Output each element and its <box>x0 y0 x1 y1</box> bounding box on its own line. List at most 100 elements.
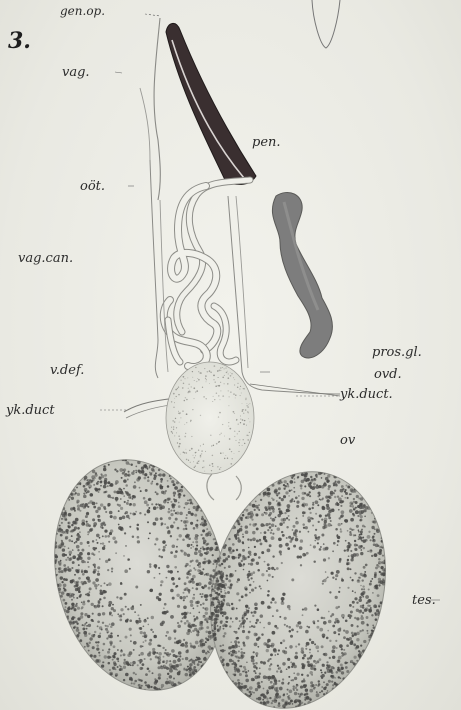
stipple-dot <box>356 617 359 620</box>
stipple-dot <box>87 557 90 560</box>
stipple-dot <box>326 637 329 640</box>
stipple-dot <box>102 535 104 537</box>
stipple-dot <box>74 493 76 495</box>
stipple-dot <box>153 577 155 579</box>
stipple-dot <box>351 624 354 627</box>
stipple-dot <box>184 378 185 379</box>
stipple-dot <box>216 443 218 445</box>
stipple-dot <box>201 517 204 520</box>
stipple-dot <box>243 439 244 440</box>
stipple-dot <box>167 502 169 504</box>
figure-number: 3. <box>8 30 31 52</box>
stipple-dot <box>295 652 298 655</box>
stipple-dot <box>80 594 82 596</box>
stipple-dot <box>147 479 150 482</box>
stipple-dot <box>143 464 147 468</box>
stipple-dot <box>241 648 243 650</box>
stipple-dot <box>159 504 162 507</box>
stipple-dot <box>289 480 293 484</box>
stipple-dot <box>337 480 340 483</box>
stipple-dot <box>309 639 311 641</box>
stipple-dot <box>132 498 134 500</box>
stipple-dot <box>83 495 87 499</box>
stipple-dot <box>251 612 253 614</box>
stipple-dot <box>100 585 102 587</box>
stipple-dot <box>168 517 171 520</box>
stipple-dot <box>313 560 315 562</box>
stipple-dot <box>87 552 90 555</box>
stipple-dot <box>164 652 167 655</box>
stipple-dot <box>78 555 80 557</box>
stipple-dot <box>372 625 374 627</box>
stipple-dot <box>360 549 362 551</box>
stipple-dot <box>144 473 147 476</box>
stipple-dot <box>300 694 302 696</box>
stipple-dot <box>190 513 193 516</box>
stipple-dot <box>323 693 325 695</box>
stipple-dot <box>171 649 175 653</box>
stipple-dot <box>173 510 175 512</box>
stipple-dot <box>209 578 211 580</box>
stipple-dot <box>291 666 293 668</box>
stipple-dot <box>358 545 362 549</box>
stipple-dot <box>352 601 355 604</box>
stipple-dot <box>281 597 285 601</box>
stipple-dot <box>171 683 173 685</box>
stipple-dot <box>222 367 223 368</box>
stipple-dot <box>198 612 200 614</box>
stipple-dot <box>245 671 247 673</box>
stipple-dot <box>144 658 146 660</box>
stipple-dot <box>208 631 212 635</box>
stipple-dot <box>111 622 115 626</box>
stipple-dot <box>188 388 189 389</box>
stipple-dot <box>176 396 177 397</box>
stipple-dot <box>328 488 330 490</box>
stipple-dot <box>204 368 205 369</box>
stipple-dot <box>291 578 294 581</box>
stipple-dot <box>313 665 316 668</box>
stipple-dot <box>247 513 250 516</box>
stipple-dot <box>243 569 245 571</box>
label-yk-duct-left: yk.duct <box>6 404 55 417</box>
stipple-dot <box>70 493 72 495</box>
stipple-dot <box>190 420 192 422</box>
stipple-dot <box>237 578 240 581</box>
stipple-dot <box>192 560 194 562</box>
stipple-dot <box>291 489 293 491</box>
stipple-dot <box>155 517 159 521</box>
stipple-dot <box>125 484 128 487</box>
stipple-dot <box>196 381 197 382</box>
stipple-dot <box>248 579 250 581</box>
stipple-dot <box>282 512 284 514</box>
stipple-dot <box>282 600 284 602</box>
stipple-dot <box>129 619 132 622</box>
stipple-dot <box>278 649 280 651</box>
stipple-dot <box>97 566 100 569</box>
stipple-dot <box>195 455 196 456</box>
stipple-dot <box>364 571 366 573</box>
stipple-dot <box>317 608 320 611</box>
stipple-dot <box>178 577 181 580</box>
stipple-dot <box>299 546 303 550</box>
stipple-dot <box>152 672 154 674</box>
stipple-dot <box>185 397 186 398</box>
stipple-dot <box>348 546 350 548</box>
stipple-dot <box>205 398 206 399</box>
stipple-dot <box>278 487 281 490</box>
stipple-dot <box>190 644 193 647</box>
stipple-dot <box>238 557 240 559</box>
stipple-dot <box>314 605 316 607</box>
stipple-dot <box>216 546 219 549</box>
stipple-dot <box>145 673 148 676</box>
stipple-dot <box>222 658 225 661</box>
stipple-dot <box>313 660 316 663</box>
stipple-dot <box>245 674 248 677</box>
stipple-dot <box>310 476 312 478</box>
stipple-dot <box>216 598 218 600</box>
stipple-dot <box>268 668 271 671</box>
stipple-dot <box>328 620 332 624</box>
stipple-dot <box>100 503 103 506</box>
stipple-dot <box>182 658 184 660</box>
stipple-dot <box>228 373 229 374</box>
stipple-dot <box>149 472 151 474</box>
